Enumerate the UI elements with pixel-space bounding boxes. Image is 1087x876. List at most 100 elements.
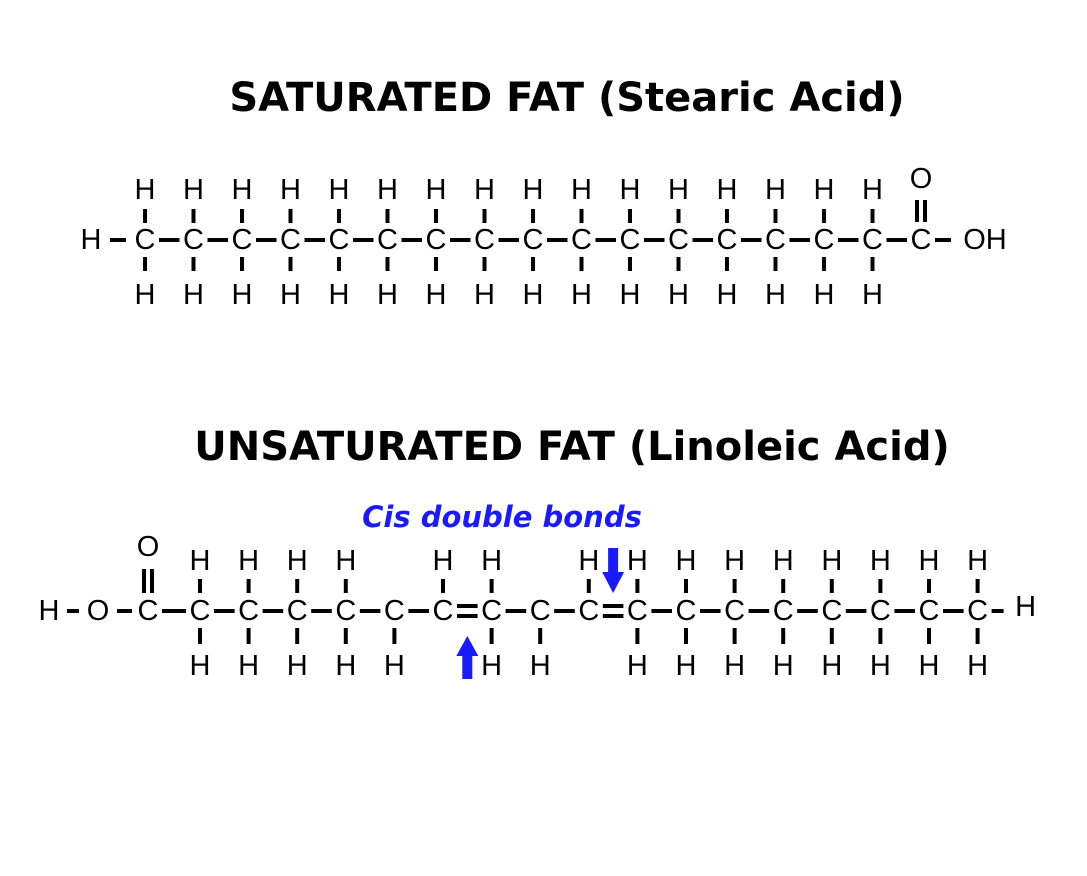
h-atom: H — [724, 545, 745, 577]
h-atom: H — [765, 279, 786, 311]
h-atom: H — [967, 545, 988, 577]
carbon-atom: C — [578, 595, 599, 627]
h-atom: H — [238, 650, 259, 682]
h-atom: H — [183, 174, 204, 206]
h-atom: H — [717, 279, 738, 311]
h-atom: H — [329, 174, 350, 206]
carbon-atom: C — [183, 224, 204, 256]
carbon-atom: C — [530, 595, 551, 627]
carbon-atom: C — [135, 224, 156, 256]
h-atom: H — [862, 174, 883, 206]
oh-group: OH — [963, 224, 1007, 256]
h-atom: H — [571, 174, 592, 206]
carbon-atom: C — [919, 595, 940, 627]
h-atom: H — [717, 174, 738, 206]
h-atom: H — [1015, 591, 1036, 623]
h-atom: H — [481, 650, 502, 682]
carbon-atom: C — [481, 595, 502, 627]
h-atom: H — [773, 650, 794, 682]
carbon-atom: C — [433, 595, 454, 627]
carbon-atom: C — [377, 224, 398, 256]
h-atom: H — [190, 650, 211, 682]
h-atom: H — [814, 174, 835, 206]
h-atom: H — [919, 545, 940, 577]
h-atom: H — [384, 650, 405, 682]
h-atom: H — [821, 650, 842, 682]
h-atom: H — [238, 545, 259, 577]
h-atom: H — [183, 279, 204, 311]
carbon-atom: C — [426, 224, 447, 256]
h-atom: H — [280, 279, 301, 311]
h-atom: H — [814, 279, 835, 311]
h-atom: H — [862, 279, 883, 311]
h-atom: H — [135, 174, 156, 206]
carbon-atom: C — [821, 595, 842, 627]
carbon-atom: C — [474, 224, 495, 256]
h-atom: H — [676, 545, 697, 577]
h-atom: H — [870, 650, 891, 682]
h-atom: H — [335, 545, 356, 577]
carbon-atom: C — [335, 595, 356, 627]
h-atom: H — [190, 545, 211, 577]
carbon-atom: C — [773, 595, 794, 627]
carbon-atom: C — [870, 595, 891, 627]
carbon-atom: C — [329, 224, 350, 256]
o-atom: O — [910, 163, 933, 195]
h-atom: H — [620, 279, 641, 311]
h-atom: H — [377, 174, 398, 206]
h-atom: H — [627, 650, 648, 682]
h-atom: H — [571, 279, 592, 311]
carbon-atom: C — [724, 595, 745, 627]
cis-double-bonds-label: Cis double bonds — [362, 500, 642, 534]
o-atom: O — [137, 531, 160, 563]
h-atom: H — [821, 545, 842, 577]
h-atom: H — [39, 595, 60, 627]
carbon-atom: C — [911, 224, 932, 256]
h-atom: H — [765, 174, 786, 206]
h-atom: H — [377, 279, 398, 311]
h-atom: H — [81, 224, 102, 256]
double-bond-arrows — [456, 548, 625, 679]
h-atom: H — [967, 650, 988, 682]
h-atom: H — [287, 650, 308, 682]
down-arrow-icon — [602, 548, 625, 593]
h-atom: H — [232, 279, 253, 311]
up-arrow-icon — [456, 636, 479, 679]
h-atom: H — [481, 545, 502, 577]
carbon-atom: C — [967, 595, 988, 627]
carbon-atom: C — [232, 224, 253, 256]
carbon-atom: C — [668, 224, 689, 256]
h-atom: H — [530, 650, 551, 682]
h-atom: H — [287, 545, 308, 577]
carbon-atom: C — [620, 224, 641, 256]
carbon-atom: C — [717, 224, 738, 256]
carbon-atom: C — [523, 224, 544, 256]
h-atom: H — [474, 174, 495, 206]
h-atom: H — [620, 174, 641, 206]
carbon-atom: C — [384, 595, 405, 627]
h-atom: H — [433, 545, 454, 577]
carbon-atom: C — [765, 224, 786, 256]
carbon-atom: C — [571, 224, 592, 256]
h-atom: H — [474, 279, 495, 311]
h-atom: H — [676, 650, 697, 682]
h-atom: H — [668, 174, 689, 206]
h-atom: H — [578, 545, 599, 577]
carbon-atom: C — [814, 224, 835, 256]
carbon-atom: C — [287, 595, 308, 627]
unsaturated-title: UNSATURATED FAT (Linoleic Acid) — [194, 424, 950, 470]
h-atom: H — [426, 279, 447, 311]
carbon-atom: C — [627, 595, 648, 627]
h-atom: H — [335, 650, 356, 682]
carbon-atom: C — [280, 224, 301, 256]
h-atom: H — [523, 279, 544, 311]
h-atom: H — [919, 650, 940, 682]
h-atom: H — [724, 650, 745, 682]
h-atom: H — [773, 545, 794, 577]
carbon-atom: C — [238, 595, 259, 627]
h-atom: H — [135, 279, 156, 311]
